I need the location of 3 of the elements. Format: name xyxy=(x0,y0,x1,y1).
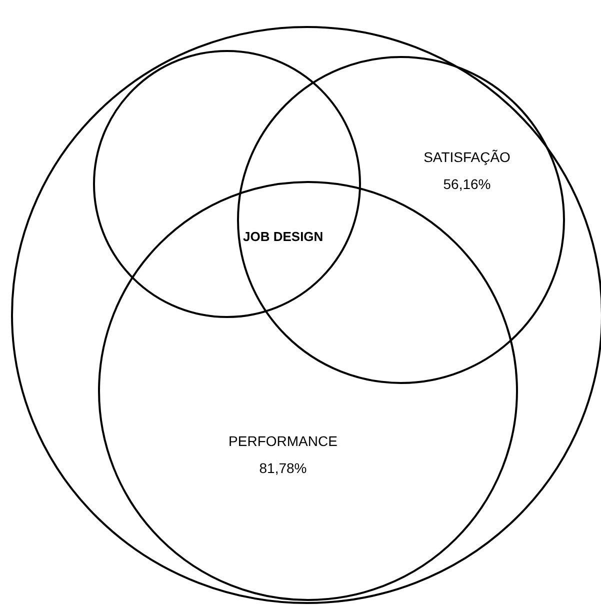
set-label: SATISFAÇÃO 56,16% xyxy=(422,148,512,194)
set-label: PERFORMANCE 81,78% xyxy=(228,432,338,478)
overlap-label: JOB DESIGN xyxy=(243,229,324,244)
